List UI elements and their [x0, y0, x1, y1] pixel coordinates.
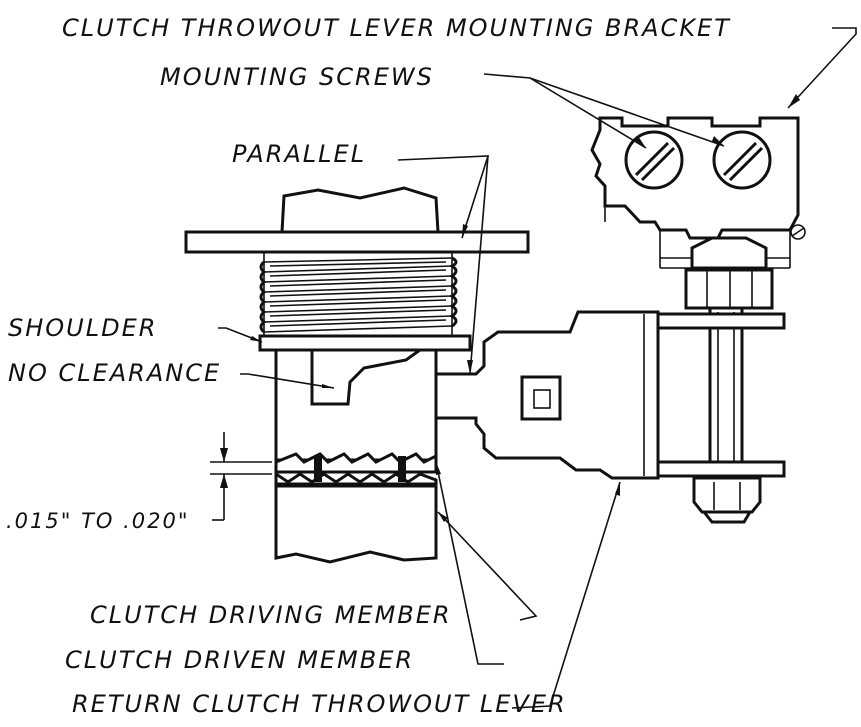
label-return-throwout-lever: RETURN CLUTCH THROWOUT LEVER	[72, 690, 567, 718]
hex-nut-upper	[684, 236, 774, 310]
label-shoulder: SHOULDER	[8, 314, 157, 342]
label-gap-dimension: .015" TO .020"	[6, 509, 190, 533]
label-clutch-driven-member: CLUTCH DRIVEN MEMBER	[65, 646, 414, 674]
label-mounting-bracket: CLUTCH THROWOUT LEVER MOUNTING BRACKET	[62, 14, 731, 42]
leader-lines	[210, 27, 857, 709]
clutch-assembly	[184, 186, 530, 564]
label-parallel: PARALLEL	[232, 140, 366, 168]
label-no-clearance: NO CLEARANCE	[8, 359, 221, 387]
label-mounting-screws: MOUNTING SCREWS	[160, 63, 434, 91]
clutch-spring	[259, 252, 458, 336]
pivot-bolt	[654, 306, 786, 524]
mounting-screw-left	[624, 130, 684, 190]
return-throwout-lever	[338, 310, 660, 480]
mounting-screw-right	[712, 130, 772, 190]
label-clutch-driving-member: CLUTCH DRIVING MEMBER	[90, 601, 452, 629]
